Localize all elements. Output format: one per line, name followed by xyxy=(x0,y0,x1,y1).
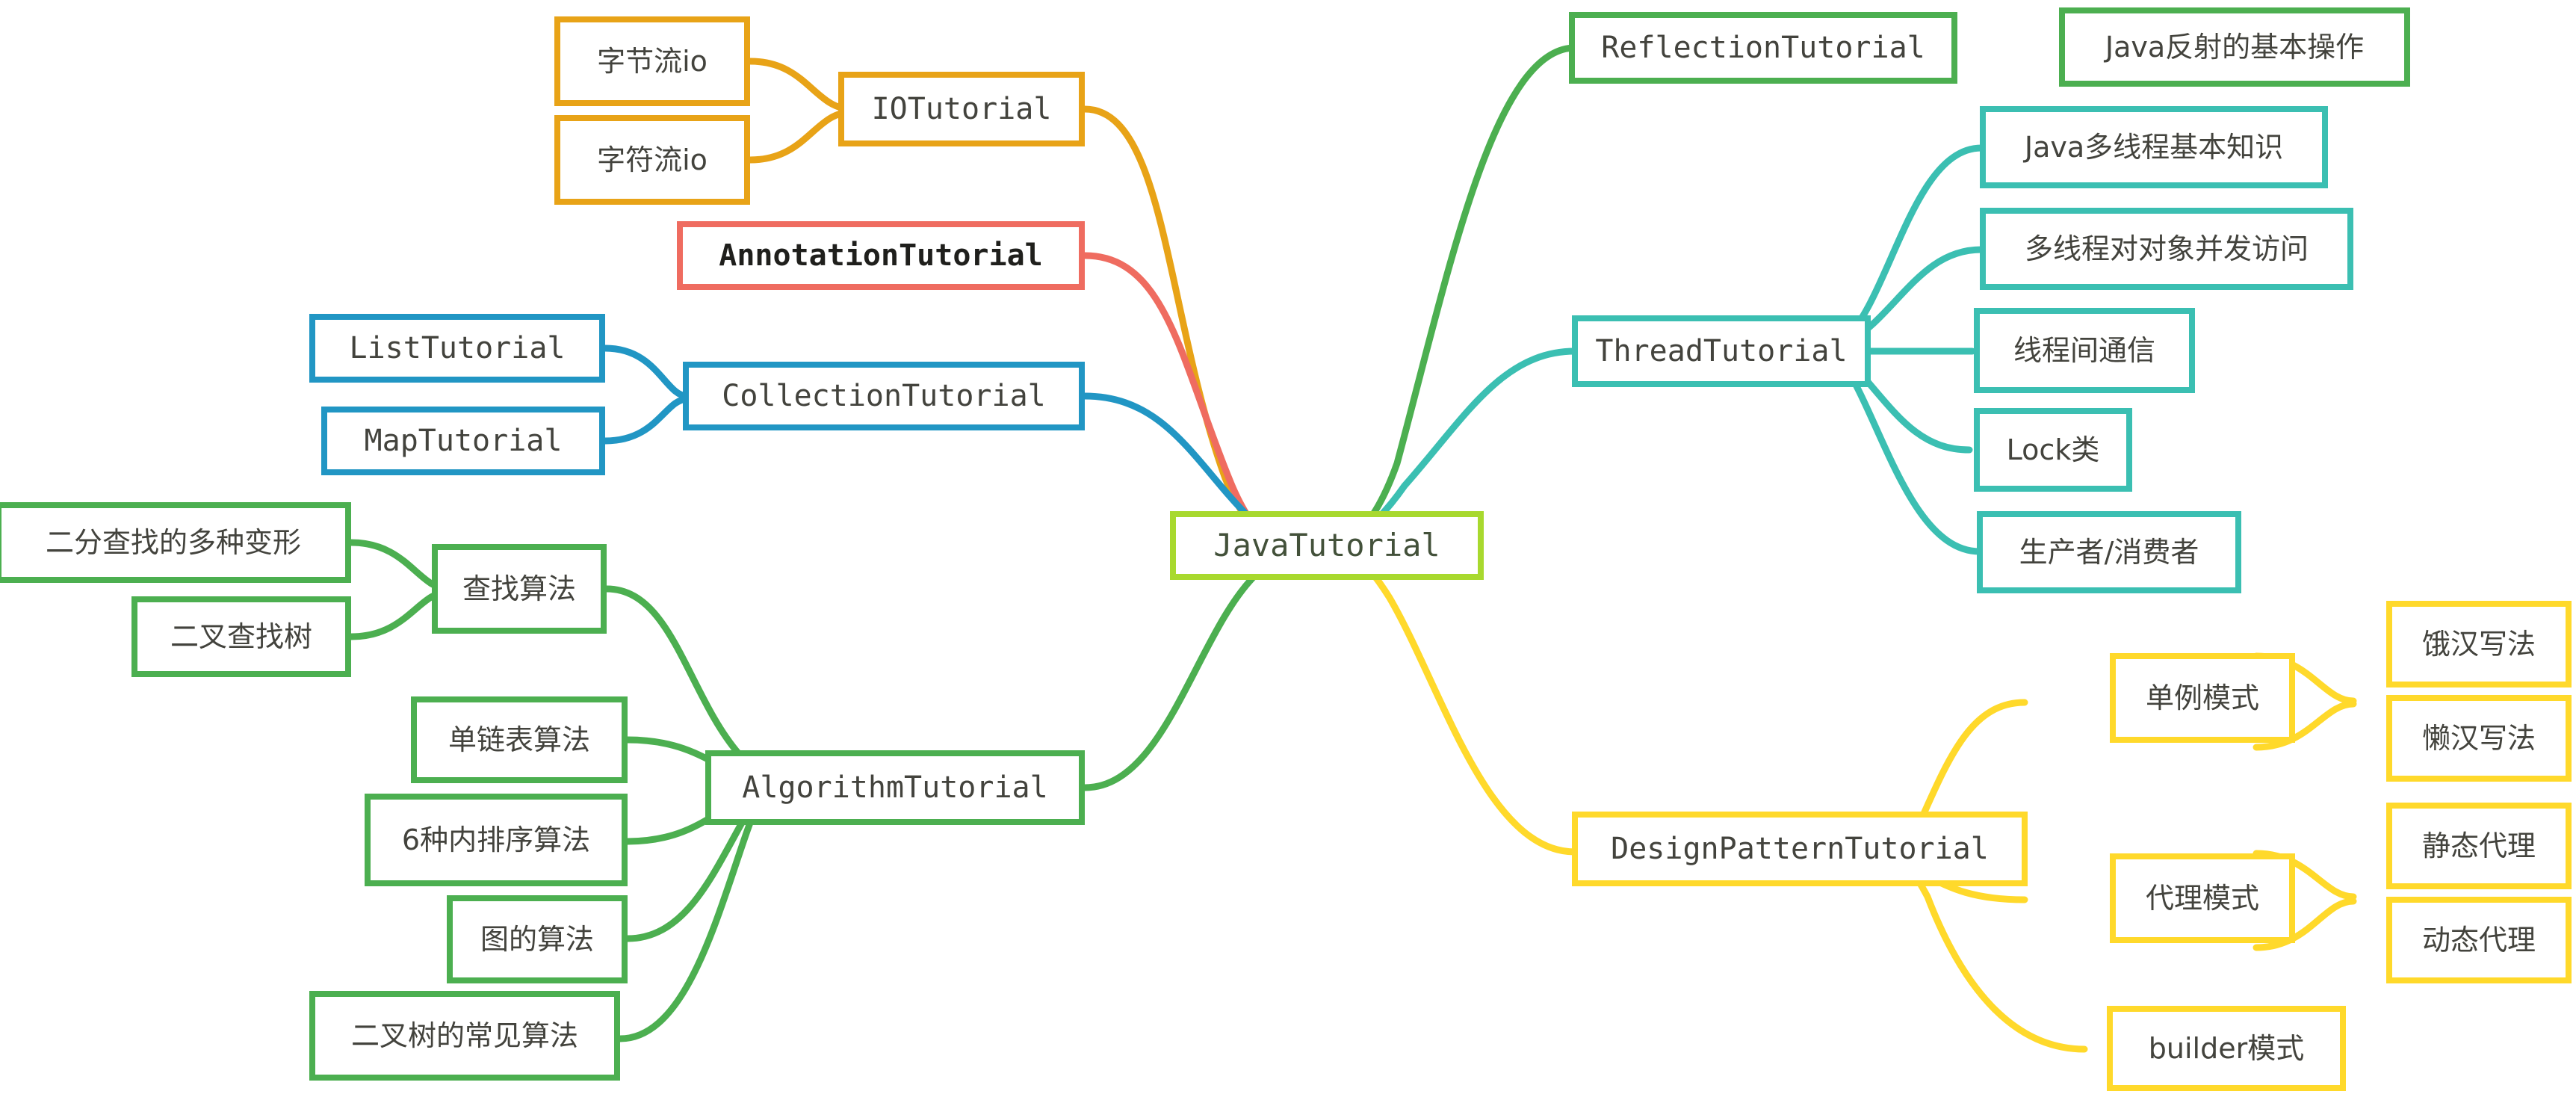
node-search-algorithm[interactable]: 查找算法 xyxy=(432,544,607,634)
edge-io-to-root xyxy=(1081,105,1274,546)
edge-map-to-collection xyxy=(601,395,691,445)
node-label: IOTutorial xyxy=(871,92,1052,126)
node-label: 查找算法 xyxy=(462,572,576,605)
node-label: 线程间通信 xyxy=(2013,334,2155,367)
node-label: 动态代理 xyxy=(2421,924,2536,957)
node-thread-basics[interactable]: Java多线程基本知识 xyxy=(1980,106,2328,188)
node-reflection-basics[interactable]: Java反射的基本操作 xyxy=(2059,7,2410,87)
node-java-tutorial[interactable]: JavaTutorial xyxy=(1170,511,1484,580)
node-lock-class[interactable]: Lock类 xyxy=(1974,408,2132,492)
node-reflection-tutorial[interactable]: ReflectionTutorial xyxy=(1569,12,1957,84)
node-eager-singleton[interactable]: 饿汉写法 xyxy=(2386,601,2572,688)
edge-designpattern-to-root xyxy=(1345,546,1579,856)
node-label: 单例模式 xyxy=(2145,682,2259,714)
node-charstream-io[interactable]: 字符流io xyxy=(554,115,750,205)
edge-bytestream-to-io xyxy=(746,58,855,113)
edge-charstream-to-io xyxy=(746,108,855,164)
node-label: Lock类 xyxy=(2006,433,2100,466)
node-label: 多线程对对象并发访问 xyxy=(2024,232,2309,265)
node-static-proxy[interactable]: 静态代理 xyxy=(2386,803,2572,889)
node-proxy-pattern[interactable]: 代理模式 xyxy=(2110,853,2295,943)
node-label: DesignPatternTutorial xyxy=(1611,832,1989,866)
node-graph-algorithm[interactable]: 图的算法 xyxy=(447,895,628,983)
node-design-pattern-tutorial[interactable]: DesignPatternTutorial xyxy=(1572,812,2028,886)
node-label: 图的算法 xyxy=(480,923,594,956)
node-inter-thread-communication[interactable]: 线程间通信 xyxy=(1974,308,2195,393)
node-six-sorting-algorithms[interactable]: 6种内排序算法 xyxy=(365,794,628,886)
node-label: Java反射的基本操作 xyxy=(2105,31,2365,64)
node-binary-search-tree[interactable]: 二叉查找树 xyxy=(131,596,351,677)
node-label: 二分查找的多种变形 xyxy=(45,526,301,559)
node-label: 代理模式 xyxy=(2145,882,2259,915)
node-concurrent-object-access[interactable]: 多线程对对象并发访问 xyxy=(1980,208,2353,290)
node-annotation-tutorial[interactable]: AnnotationTutorial xyxy=(677,221,1085,290)
node-binary-tree-algorithms[interactable]: 二叉树的常见算法 xyxy=(309,991,620,1081)
node-io-tutorial[interactable]: IOTutorial xyxy=(838,72,1085,146)
node-dynamic-proxy[interactable]: 动态代理 xyxy=(2386,897,2572,983)
edge-algorithm-to-root xyxy=(1081,549,1281,791)
node-label: AnnotationTutorial xyxy=(719,238,1043,273)
node-label: 懒汉写法 xyxy=(2421,722,2536,755)
node-thread-tutorial[interactable]: ThreadTutorial xyxy=(1572,315,1871,387)
node-label: 二叉树的常见算法 xyxy=(350,1019,578,1052)
edge-list-to-collection xyxy=(601,344,691,400)
node-label: 字符流io xyxy=(597,143,708,176)
node-label: 单链表算法 xyxy=(448,723,590,756)
node-label: 6种内排序算法 xyxy=(401,824,591,856)
node-lazy-singleton[interactable]: 懒汉写法 xyxy=(2386,695,2572,782)
node-label: 字节流io xyxy=(597,45,708,78)
node-list-tutorial[interactable]: ListTutorial xyxy=(309,314,605,383)
node-algorithm-tutorial[interactable]: AlgorithmTutorial xyxy=(705,750,1085,825)
node-label: CollectionTutorial xyxy=(722,379,1046,413)
edge-lazy-to-singleton xyxy=(2253,700,2357,751)
edge-dynamicproxy-to-proxy xyxy=(2253,897,2357,951)
node-label: ListTutorial xyxy=(349,331,566,365)
node-label: builder模式 xyxy=(2148,1032,2305,1065)
node-map-tutorial[interactable]: MapTutorial xyxy=(321,407,605,475)
node-binary-search-variants[interactable]: 二分查找的多种变形 xyxy=(0,502,351,583)
node-label: JavaTutorial xyxy=(1213,527,1440,563)
node-label: 静态代理 xyxy=(2421,829,2536,862)
node-label: Java多线程基本知识 xyxy=(2024,131,2284,164)
edge-reflection-to-root xyxy=(1341,44,1579,546)
node-label: ReflectionTutorial xyxy=(1601,31,1925,65)
node-label: ThreadTutorial xyxy=(1595,334,1848,368)
node-linkedlist-algorithm[interactable]: 单链表算法 xyxy=(411,696,628,783)
node-producer-consumer[interactable]: 生产者/消费者 xyxy=(1977,511,2241,593)
node-label: 饿汉写法 xyxy=(2421,628,2536,661)
node-collection-tutorial[interactable]: CollectionTutorial xyxy=(683,362,1085,430)
node-label: 生产者/消费者 xyxy=(2019,536,2199,569)
node-label: AlgorithmTutorial xyxy=(742,770,1048,805)
node-singleton-pattern[interactable]: 单例模式 xyxy=(2110,653,2295,743)
node-label: 二叉查找树 xyxy=(170,620,312,653)
node-bytestream-io[interactable]: 字节流io xyxy=(554,16,750,106)
node-builder-pattern[interactable]: builder模式 xyxy=(2107,1006,2346,1091)
node-label: MapTutorial xyxy=(364,424,563,458)
